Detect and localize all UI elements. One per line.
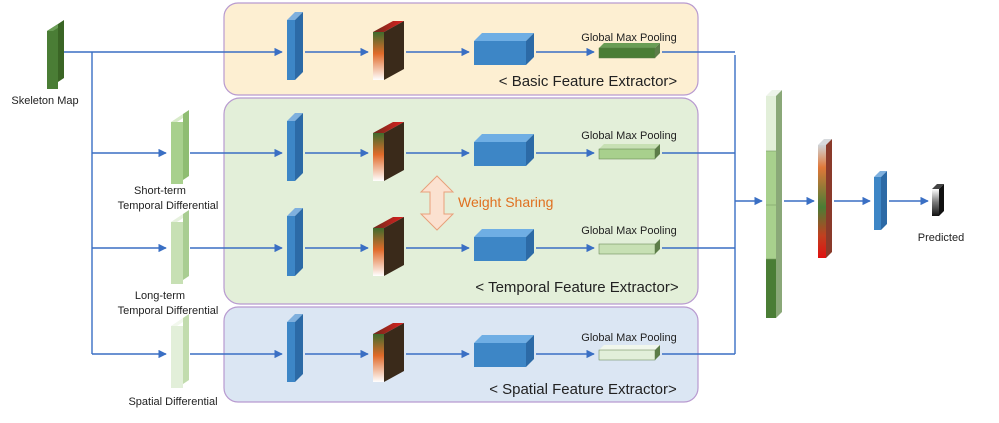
concatenated-feature-vector: [766, 90, 782, 318]
short-term-differential-block: [171, 110, 189, 184]
spatial-differential-block: [171, 314, 189, 388]
basic-feature-extractor-panel: [223, 2, 699, 96]
long-term-feature-map: [373, 217, 404, 276]
basic-feature-map: [373, 21, 404, 80]
temporal-panel-title: < Temporal Feature Extractor>: [475, 279, 678, 296]
short-term-pooled-vector: [598, 144, 660, 160]
basic-dense-block: [474, 33, 534, 65]
weight-sharing-arrow: [419, 175, 455, 231]
short-term-feature-map: [373, 122, 404, 181]
long-term-differential-block: [171, 210, 189, 284]
predicted-output: [932, 184, 944, 216]
short-term-conv-layer: [287, 113, 303, 181]
spatial-feature-map: [373, 323, 404, 382]
pooling-label-basic: Global Max Pooling: [581, 32, 676, 44]
spatial-conv-layer: [287, 314, 303, 382]
short-term-label-line2: Temporal Differential: [118, 200, 219, 212]
basic-panel-title: < Basic Feature Extractor>: [499, 73, 678, 90]
predicted-label: Predicted: [918, 232, 964, 244]
long-term-pooled-vector: [598, 239, 660, 255]
long-term-conv-layer: [287, 208, 303, 276]
spatial-panel-title: < Spatial Feature Extractor>: [489, 381, 677, 398]
fully-connected-layer: [874, 171, 887, 230]
temporal-feature-extractor-panel: [223, 97, 699, 305]
skeleton-map-block: [47, 20, 64, 89]
spatial-dense-block: [474, 335, 534, 367]
short-term-label-line1: Short-term: [134, 185, 186, 197]
skeleton-map-label: Skeleton Map: [11, 95, 78, 107]
pooling-label-long-term: Global Max Pooling: [581, 225, 676, 237]
basic-pooled-vector: [598, 43, 660, 59]
long-term-label-line2: Temporal Differential: [118, 305, 219, 317]
pooling-label-short-term: Global Max Pooling: [581, 130, 676, 142]
basic-conv-layer: [287, 12, 303, 80]
spatial-pooled-vector: [598, 345, 660, 361]
weight-sharing-label: Weight Sharing: [458, 194, 553, 210]
long-term-label-line1: Long-term: [135, 290, 185, 302]
long-term-dense-block: [474, 229, 534, 261]
fused-feature-map: [818, 139, 832, 258]
short-term-dense-block: [474, 134, 534, 166]
pooling-label-spatial: Global Max Pooling: [581, 332, 676, 344]
spatial-differential-label: Spatial Differential: [128, 396, 217, 408]
